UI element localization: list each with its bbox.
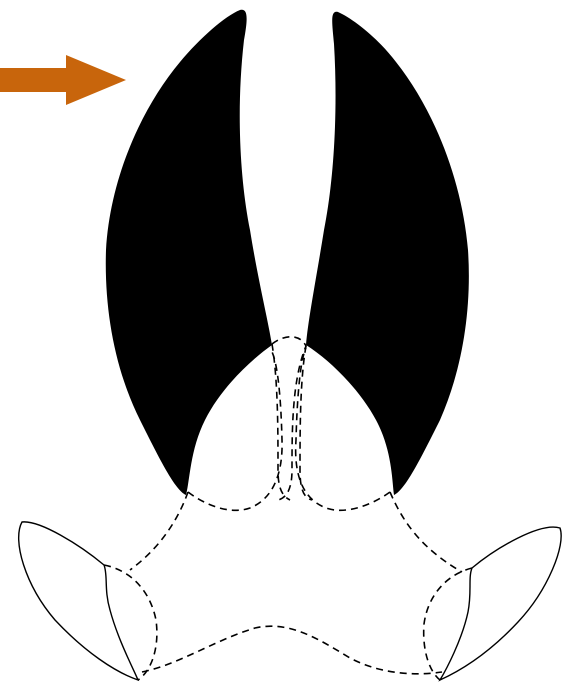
right-lateral-lobe [424,527,561,680]
arrow-shaft [0,68,72,92]
right-arrow-icon [0,55,126,105]
left-lateral-lobe-outline [19,522,138,680]
left-lateral-lobe [19,522,157,680]
arrow-head [66,55,126,105]
left-black-lobe [106,10,272,495]
right-black-lobe [306,12,469,495]
bottom-dashed-outline [142,626,442,674]
right-lateral-lobe-outline [440,527,561,680]
